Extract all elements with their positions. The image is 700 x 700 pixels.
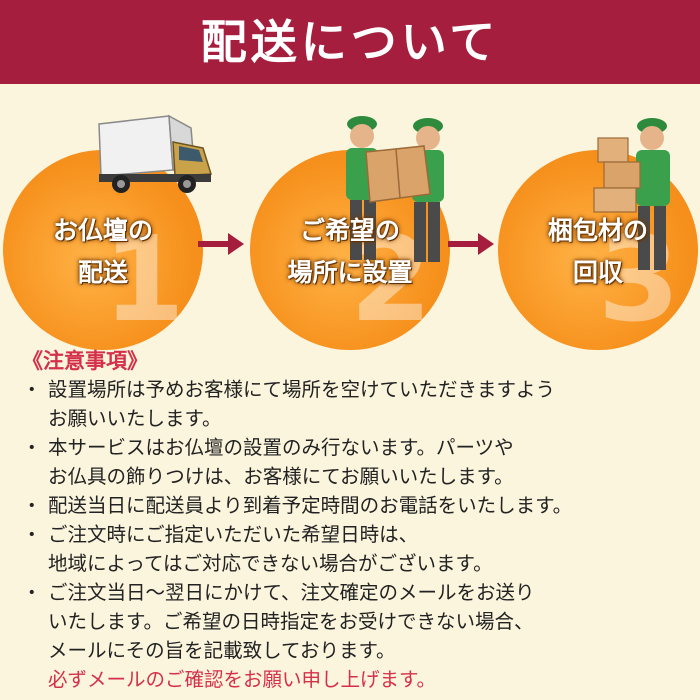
delivery-truck-icon [98, 114, 212, 193]
movers-carrying-box-icon [346, 116, 444, 262]
step-1: 1 お仏壇の 配送 [3, 114, 212, 350]
list-item: 設置場所は予めお客様にて場所を空けていただきますよう お願いいたします。 [22, 375, 698, 433]
header-banner [0, 0, 700, 84]
notes-heading: 《注意事項》 [22, 349, 148, 373]
step-label: お仏壇の 配送 [52, 216, 153, 287]
step-number: 1 [102, 210, 185, 348]
important-notice: 必ずメールのご確認をお願い申し上げます。 [48, 668, 437, 691]
arrow-right-icon [448, 233, 494, 255]
list-item: ご注文時にご指定いただいた希望日時は、 地域によってはご対応できない場合がござい… [22, 520, 698, 578]
step-circle [3, 150, 203, 350]
step-3: 3 梱包材の 回収 [498, 118, 698, 350]
list-item: ご注文当日〜翌日にかけて、注文確定のメールをお送り いたします。ご希望の日時指定… [22, 578, 698, 694]
notes-list: 設置場所は予めお客様にて場所を空けていただきますよう お願いいたします。 本サー… [22, 375, 698, 694]
step-label: ご希望の 場所に設置 [287, 216, 413, 287]
arrow-right-icon [198, 233, 244, 255]
step-label: 梱包材の 回収 [547, 216, 648, 287]
list-item: 配送当日に配送員より到着予定時間のお電話をいたします。 [22, 491, 698, 520]
page-title: 配送について [200, 15, 500, 69]
step-2: 2 ご希望の 場所に設置 [250, 116, 450, 350]
list-item: 本サービスはお仏壇の設置のみ行ないます。パーツや お仏具の飾りつけは、お客様にて… [22, 433, 698, 491]
worker-carrying-boxes-icon [593, 118, 670, 270]
